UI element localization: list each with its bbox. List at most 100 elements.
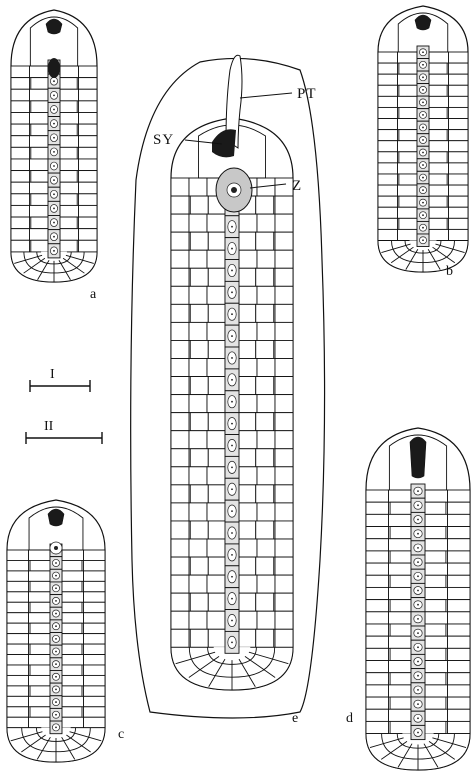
- axial-cell-nucleolus: [417, 490, 419, 492]
- nucellar-cell: [275, 377, 293, 395]
- nucellar-cell: [79, 112, 98, 124]
- axial-cell-nucleolus: [55, 600, 57, 602]
- nucellar-cell: [189, 503, 207, 521]
- nucellar-cell: [448, 612, 471, 624]
- nucellar-cell: [79, 124, 98, 136]
- nucellar-cell: [378, 74, 398, 85]
- nucellar-cell: [62, 634, 84, 644]
- nucellar-cell: [207, 431, 225, 449]
- nucellar-cell: [30, 686, 51, 696]
- nucellar-cell: [366, 661, 389, 673]
- axial-cell-nucleolus: [422, 127, 424, 129]
- nucellar-cell: [31, 194, 49, 206]
- nucellar-cell: [239, 575, 257, 593]
- axial-cell-nucleolus: [417, 533, 419, 535]
- nucellar-cell: [378, 229, 398, 240]
- nucellar-cell: [257, 359, 275, 377]
- axial-cell-nucleolus: [53, 109, 55, 111]
- nucellar-cell: [79, 217, 98, 229]
- scale-bar-two-label: II: [44, 419, 54, 434]
- nucellar-cell: [239, 359, 257, 377]
- nucellar-cell: [190, 340, 208, 358]
- nucellar-cell: [448, 527, 471, 539]
- axial-cell-nucleolus: [417, 717, 419, 719]
- nucellar-cell: [256, 593, 274, 611]
- nucellar-cell: [448, 661, 471, 673]
- axial-cell-nucleolus: [55, 613, 57, 615]
- nucellar-cell: [425, 661, 448, 673]
- nucellar-cell: [425, 539, 448, 551]
- nucellar-cell: [189, 539, 207, 557]
- nucellar-cell: [275, 359, 293, 377]
- nucellar-cell: [256, 268, 274, 286]
- axial-cell-nucleolus: [231, 357, 233, 359]
- nucellar-cell: [428, 85, 448, 96]
- nucellar-cell: [275, 593, 293, 611]
- nucellar-cell: [11, 147, 30, 159]
- nucellar-cell: [30, 66, 49, 78]
- nucellar-cell: [239, 503, 257, 521]
- axial-cell-nucleolus: [422, 139, 424, 141]
- annotation-sy-label: SY: [153, 132, 174, 148]
- nucellar-cell: [399, 63, 419, 74]
- nucellar-cell: [7, 602, 29, 612]
- axial-cell-nucleolus: [231, 532, 233, 534]
- nucellar-cell: [29, 550, 51, 560]
- nucellar-cell: [84, 644, 106, 654]
- axial-cell-nucleolus: [417, 519, 419, 521]
- axial-cell-nucleolus: [422, 51, 424, 53]
- nucellar-cell: [378, 196, 398, 207]
- nucellar-cell: [189, 250, 207, 268]
- axial-cell-nucleolus: [231, 401, 233, 403]
- nucellar-cell: [7, 581, 29, 591]
- axial-cell-nucleolus: [422, 214, 424, 216]
- nucellar-cell: [171, 268, 189, 286]
- nucellar-cell: [190, 485, 208, 503]
- nucellar-cell: [275, 304, 293, 322]
- nucellar-cell: [60, 602, 81, 612]
- nucellar-cell: [275, 286, 293, 304]
- nucellar-cell: [275, 250, 293, 268]
- nucellar-cell: [238, 268, 256, 286]
- nucellar-cell: [425, 490, 448, 502]
- nucellar-cell: [398, 185, 418, 196]
- nucellar-cell: [256, 377, 274, 395]
- nucellar-cell: [30, 89, 49, 101]
- nucellar-cell: [60, 665, 81, 675]
- nucellar-cell: [84, 571, 106, 581]
- axial-cell-nucleolus: [231, 291, 233, 293]
- axial-cell-nucleolus: [55, 676, 57, 678]
- axial-cell-nucleolus: [417, 590, 419, 592]
- nucellar-cell: [399, 218, 419, 229]
- nucellar-cell: [11, 66, 30, 78]
- axial-cell-nucleolus: [231, 226, 233, 228]
- scale-bar-one: I: [30, 367, 90, 392]
- nucellar-cell: [238, 232, 256, 250]
- nucellar-cell: [378, 218, 398, 229]
- nucellar-cell: [79, 89, 98, 101]
- axial-cell-nucleolus: [417, 661, 419, 663]
- nucellar-cell: [29, 655, 51, 665]
- nucellar-cell: [399, 85, 419, 96]
- nucellar-cell: [423, 551, 446, 563]
- nucellar-cell: [390, 648, 413, 660]
- nucellar-cell: [59, 101, 78, 113]
- nucellar-cell: [257, 322, 275, 340]
- axial-cell-nucleolus: [55, 651, 57, 653]
- nucellar-cell: [79, 182, 98, 194]
- nucellar-cell: [238, 593, 256, 611]
- axial-cell-nucleolus: [55, 663, 57, 665]
- nucellar-cell: [425, 709, 448, 721]
- nucellar-cell: [189, 575, 207, 593]
- nucellar-cell: [423, 721, 446, 733]
- nucellar-cell: [190, 521, 208, 539]
- nucellar-cell: [11, 194, 30, 206]
- nucellar-cell: [190, 232, 208, 250]
- nucellar-cell: [366, 624, 389, 636]
- apical-dark-cell: [410, 437, 426, 478]
- nucellar-cell: [366, 502, 389, 514]
- axial-cell-nucleolus: [417, 703, 419, 705]
- nucellar-cell: [448, 490, 471, 502]
- panel-label-d: d: [346, 711, 353, 726]
- nucellar-cell: [11, 171, 30, 183]
